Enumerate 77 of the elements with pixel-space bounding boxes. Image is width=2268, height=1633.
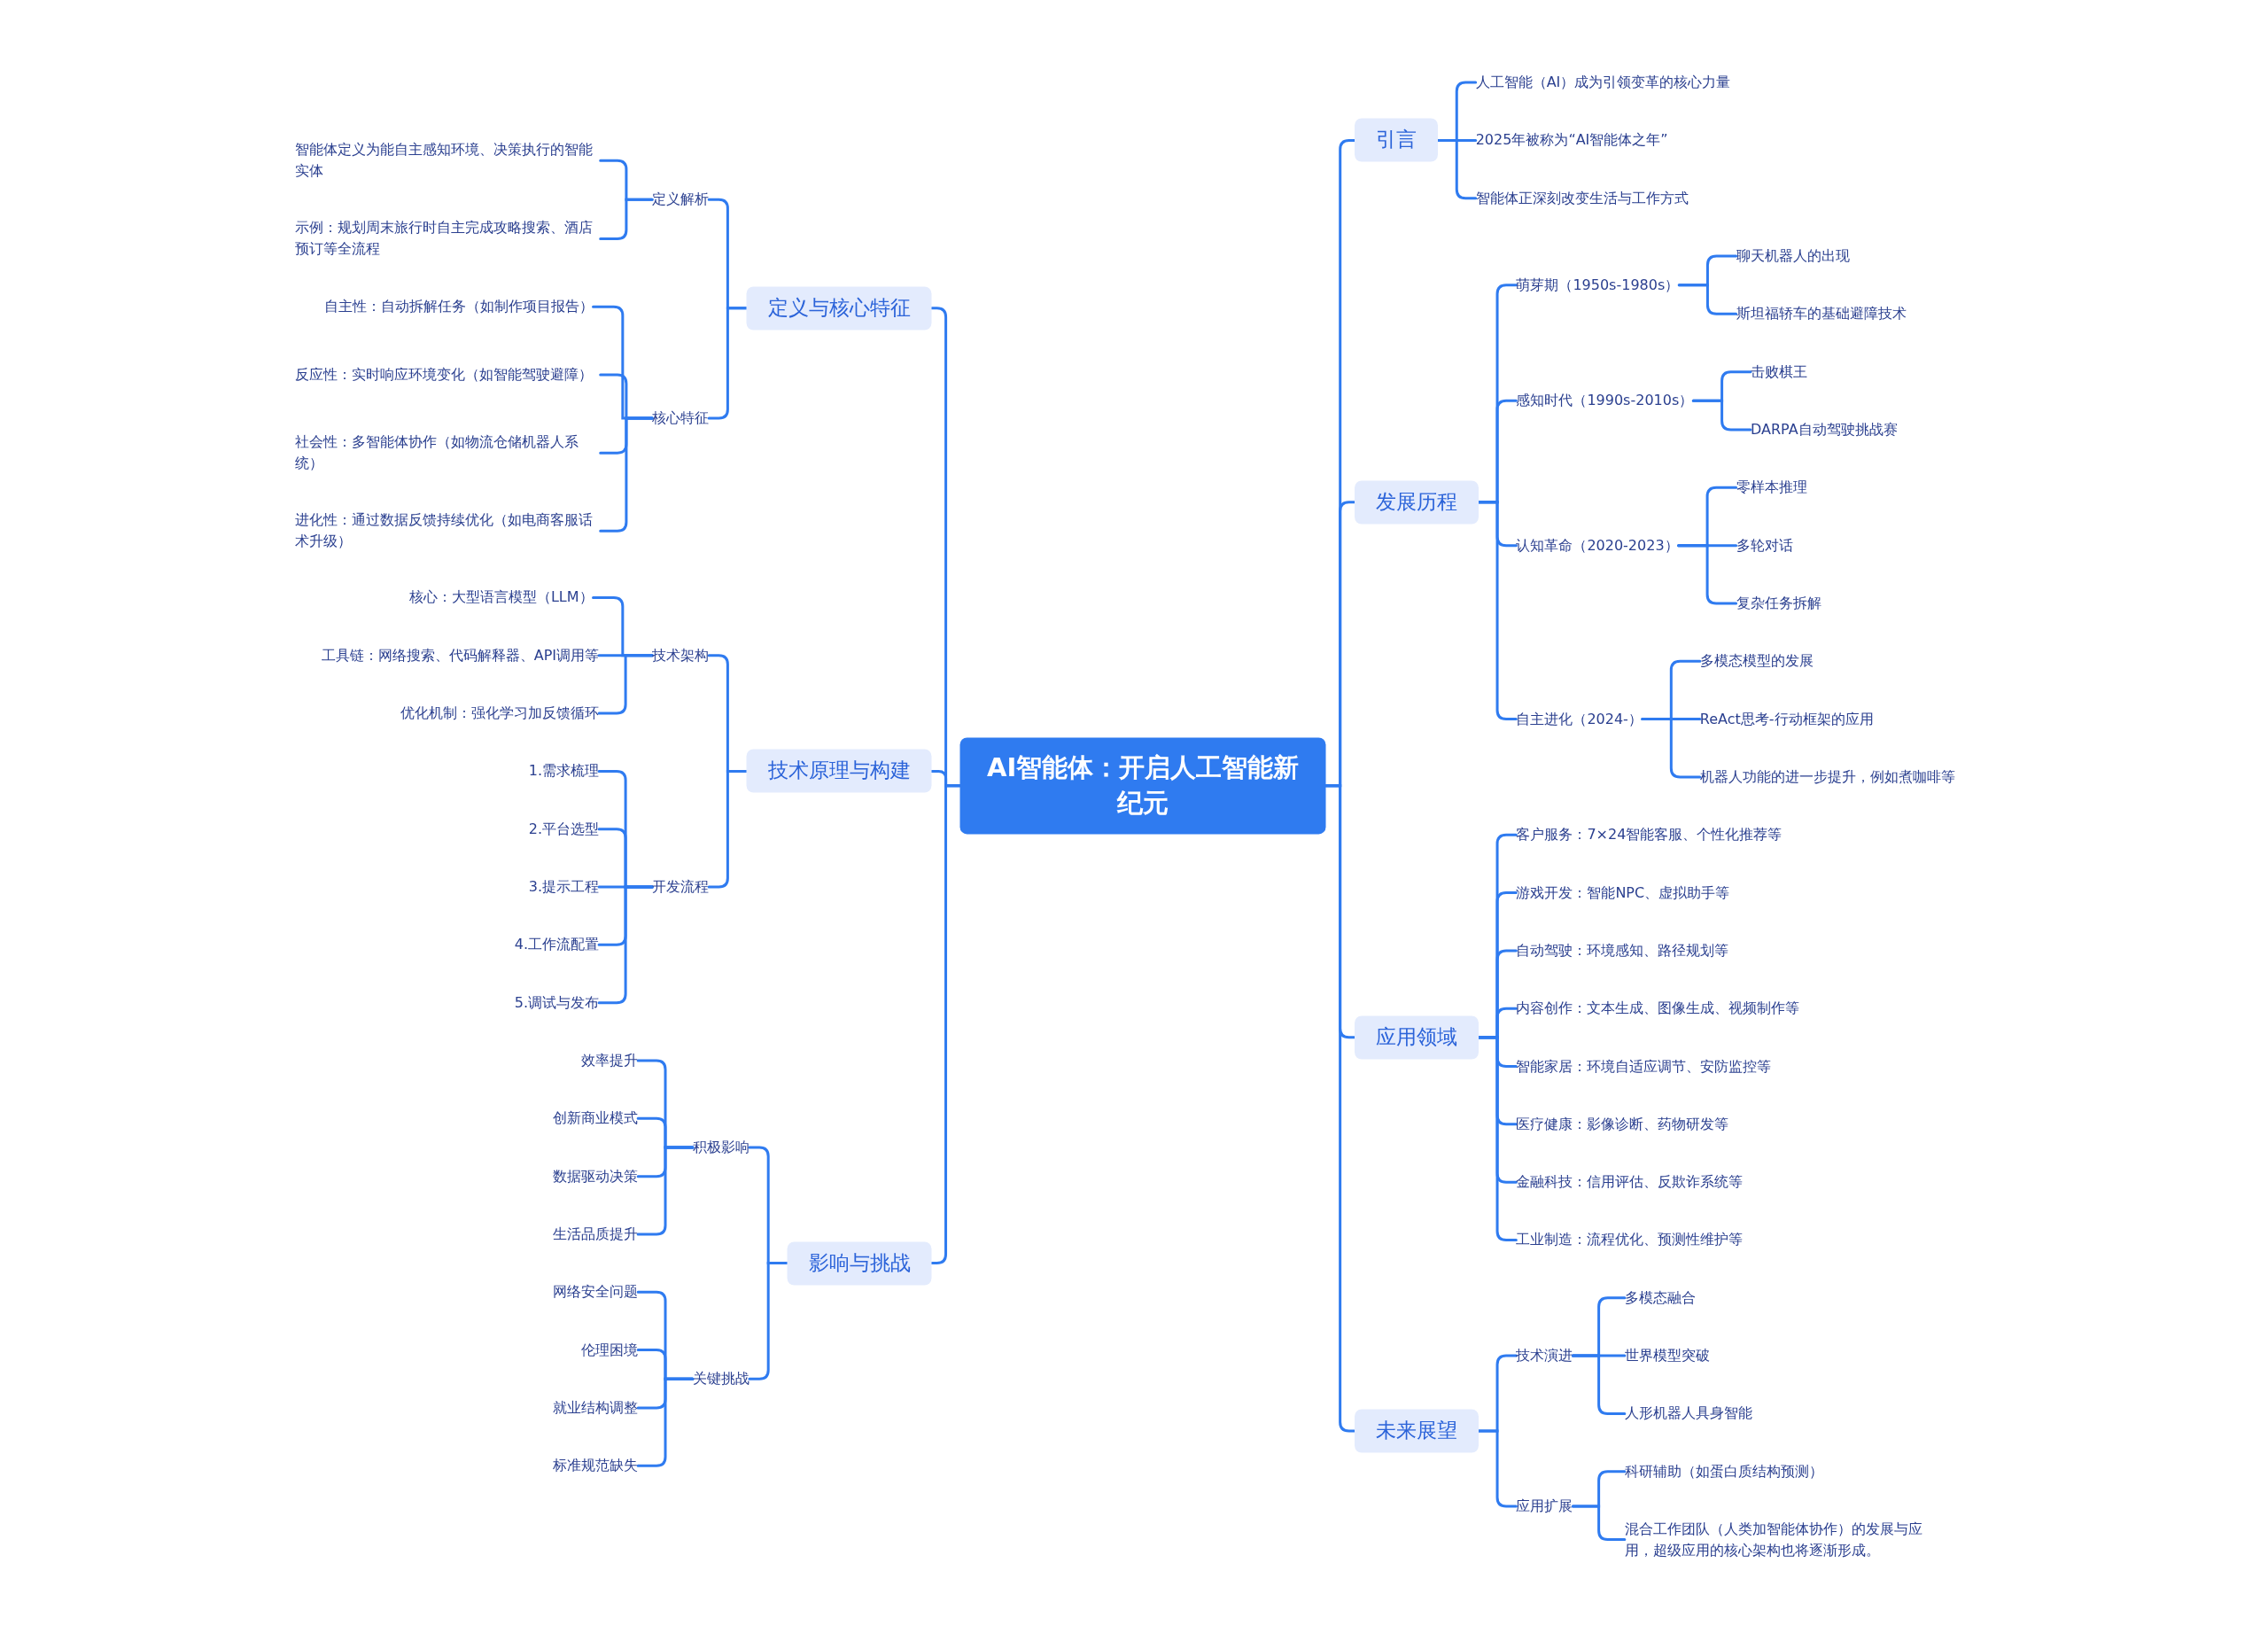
subtopic-label: 斯坦福轿车的基础避障技术	[1736, 303, 1907, 325]
subtopic-label: 金融科技：信用评估、反欺诈系统等	[1516, 1171, 1744, 1194]
subtopic-label: 反应性：实时响应环境变化（如智能驾驶避障）	[294, 363, 601, 385]
subtopic-label: 进化性：通过数据反馈持续优化（如电商客服话术升级）	[294, 509, 601, 553]
subtopic-label: 击败棋王	[1750, 361, 1807, 383]
subtopic-label: 优化机制：强化学习加反馈循环	[400, 703, 600, 725]
subtopic-label: 工具链：网络搜索、代码解释器、API调用等	[321, 644, 600, 666]
subtopic-label: 5.调试与发布	[514, 991, 600, 1014]
subtopic-label: 多轮对话	[1736, 534, 1793, 556]
subtopic-label: 创新商业模式	[553, 1108, 639, 1130]
subtopic-label: 开发流程	[652, 876, 710, 898]
subtopic-label: 示例：规划周末旅行时自主完成攻略搜索、酒店预订等全流程	[294, 217, 601, 261]
subtopic-label: 人形机器人具身智能	[1624, 1403, 1752, 1425]
connector-line	[1677, 284, 1738, 315]
connector-line	[1691, 399, 1752, 432]
connector-line	[1477, 1429, 1518, 1508]
branch-topic-box: 影响与挑战	[787, 1241, 932, 1286]
subtopic-label: 4.工作流配置	[514, 934, 600, 956]
subtopic-label: 认知革命（2020-2023）	[1516, 534, 1679, 556]
subtopic-label: 3.提示工程	[528, 876, 600, 898]
subtopic-label: 自主进化（2024-）	[1516, 708, 1643, 730]
subtopic-label: 社会性：多智能体协作（如物流仓储机器人系统）	[294, 432, 601, 475]
subtopic-label: 效率提升	[581, 1050, 639, 1071]
connector-line	[1436, 138, 1478, 200]
subtopic-label: 混合工作团队（人类加智能体协作）的发展与应用，超级应用的核心架构也将逐渐形成。	[1624, 1518, 1948, 1561]
connector-line	[1477, 501, 1518, 721]
branch-topic-box: 引言	[1354, 118, 1438, 162]
subtopic-label: 核心：大型语言模型（LLM）	[408, 587, 594, 609]
subtopic-label: 医疗健康：影像诊断、药物研发等	[1516, 1113, 1729, 1135]
central-topic-box: AI智能体：开启人工智能新纪元	[959, 737, 1326, 835]
subtopic-label: 复杂任务拆解	[1736, 592, 1821, 614]
subtopic-label: 伦理困境	[581, 1339, 639, 1361]
branch-topic-box: 未来展望	[1354, 1409, 1479, 1453]
subtopic-label: 数据驱动决策	[553, 1165, 639, 1187]
subtopic-label: 标准规范缺失	[553, 1455, 639, 1477]
subtopic-label: 多模态模型的发展	[1699, 650, 1814, 673]
subtopic-label: 定义解析	[652, 189, 710, 211]
subtopic-label: 科研辅助（如蛋白质结构预测）	[1624, 1460, 1823, 1482]
branch-topic-box: 定义与核心特征	[746, 286, 932, 330]
subtopic-label: 自动驾驶：环境感知、路径规划等	[1516, 939, 1729, 961]
subtopic-label: 游戏开发：智能NPC、虚拟助手等	[1516, 882, 1730, 904]
subtopic-label: 机器人功能的进一步提升，例如煮咖啡等	[1699, 766, 1955, 788]
subtopic-label: 就业结构调整	[553, 1396, 639, 1419]
subtopic-label: 技术演进	[1516, 1345, 1573, 1367]
subtopic-label: 感知时代（1990s-2010s）	[1516, 390, 1694, 412]
subtopic-label: 智能家居：环境自适应调节、安防监控等	[1516, 1055, 1772, 1077]
subtopic-label: 2.平台选型	[528, 818, 600, 840]
subtopic-label: 萌芽期（1950s-1980s）	[1516, 274, 1680, 296]
subtopic-label: 世界模型突破	[1624, 1345, 1710, 1367]
subtopic-label: 积极影响	[692, 1136, 750, 1158]
subtopic-label: 1.需求梳理	[528, 760, 600, 782]
branch-topic-box: 发展历程	[1354, 480, 1479, 525]
subtopic-label: 多模态融合	[1624, 1287, 1696, 1309]
connector-line	[1477, 1036, 1518, 1241]
subtopic-label: 2025年被称为“AI智能体之年”	[1475, 129, 1668, 152]
subtopic-label: 自主性：自动拆解任务（如制作项目报告）	[323, 296, 594, 318]
subtopic-label: 人工智能（AI）成为引领变革的核心力量	[1475, 72, 1731, 94]
branch-topic-box: 应用领域	[1354, 1015, 1479, 1060]
subtopic-label: 智能体定义为能自主感知环境、决策执行的智能实体	[294, 139, 601, 183]
subtopic-label: DARPA自动驾驶挑战赛	[1750, 419, 1898, 440]
branch-topic-box: 技术原理与构建	[746, 749, 932, 793]
subtopic-label: 核心特征	[652, 407, 710, 429]
subtopic-label: 智能体正深刻改变生活与工作方式	[1475, 187, 1689, 209]
connector-line	[599, 198, 654, 240]
subtopic-label: 零样本推理	[1736, 477, 1807, 499]
subtopic-label: 技术架构	[652, 644, 710, 666]
subtopic-label: 客户服务：7×24智能客服、个性化推荐等	[1516, 824, 1783, 846]
connector-line	[707, 769, 749, 889]
subtopic-label: 聊天机器人的出现	[1736, 245, 1850, 268]
subtopic-label: 网络安全问题	[553, 1281, 639, 1303]
connector-line	[1571, 1505, 1627, 1541]
subtopic-label: 应用扩展	[1516, 1495, 1573, 1517]
subtopic-label: 工业制造：流程优化、预测性维护等	[1516, 1229, 1744, 1251]
subtopic-label: 生活品质提升	[553, 1223, 639, 1245]
subtopic-label: 关键挑战	[692, 1368, 750, 1390]
subtopic-label: ReAct思考-行动框架的应用	[1699, 708, 1874, 730]
subtopic-label: 内容创作：文本生成、图像生成、视频制作等	[1516, 998, 1800, 1020]
